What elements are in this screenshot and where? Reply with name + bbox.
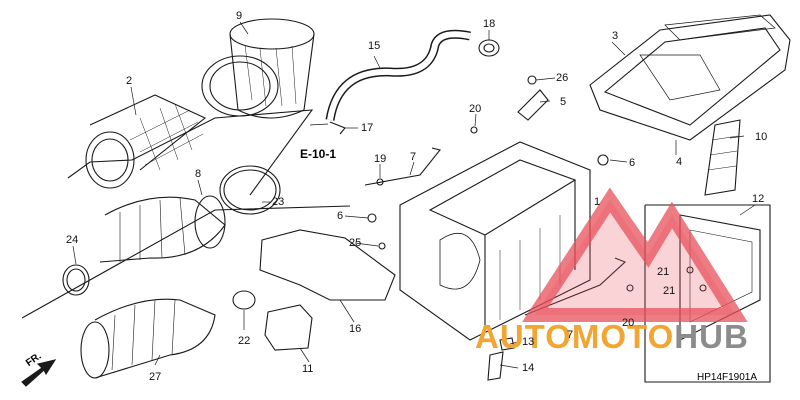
callout-20-upper: 20 xyxy=(469,103,482,115)
bolt-19-drawing xyxy=(376,178,384,186)
callout-12: 12 xyxy=(752,193,765,205)
bolt-20b-drawing xyxy=(626,284,634,292)
wire-clip-drawing xyxy=(364,147,441,186)
callout-14: 14 xyxy=(522,362,535,374)
heat-shield-drawing xyxy=(259,229,396,301)
callout-18: 18 xyxy=(483,18,496,30)
bolt-21a-drawing xyxy=(686,266,694,274)
watermark-part2: HUB xyxy=(674,318,749,355)
watermark-logo-fill xyxy=(535,200,735,315)
lower-group-outline xyxy=(21,205,351,319)
callout-17: 17 xyxy=(361,122,374,134)
outer-filter-element-drawing xyxy=(201,18,315,119)
callout-20-lower: 20 xyxy=(622,317,635,329)
callout-25: 25 xyxy=(349,237,362,249)
callout-26: 26 xyxy=(556,72,569,84)
small-clamp-drawing xyxy=(232,290,256,310)
stay-5-drawing xyxy=(517,89,549,121)
tube-clip-drawing xyxy=(329,121,346,135)
callout-11: 11 xyxy=(302,363,314,375)
callout-9: 9 xyxy=(236,10,243,22)
reference-label: E-10-1 xyxy=(300,147,337,161)
watermark-logo-shape xyxy=(522,187,748,322)
callout-19: 19 xyxy=(374,153,387,165)
screw-25-drawing xyxy=(378,242,386,250)
callout-21-lower: 21 xyxy=(663,285,676,297)
breather-tube-drawing xyxy=(325,29,471,121)
callout-2: 2 xyxy=(126,75,133,87)
callout-15: 15 xyxy=(368,40,381,52)
callout-24: 24 xyxy=(66,234,79,246)
diagram-code: HP14F1901A xyxy=(697,372,758,383)
bolt-21b-drawing xyxy=(699,284,707,292)
callout-4: 4 xyxy=(676,156,683,168)
front-arrow-icon xyxy=(21,359,57,387)
inlet-duct-drawing xyxy=(80,298,216,379)
watermark-part1: AUTOMOTO xyxy=(475,318,675,355)
hose-13-drawing xyxy=(499,337,515,351)
tube-14-drawing xyxy=(487,351,504,381)
callout-10: 10 xyxy=(755,131,768,143)
callout-21-upper: 21 xyxy=(657,266,670,278)
filter-group-outline xyxy=(67,109,314,196)
collar-6b-drawing xyxy=(367,213,377,223)
grommet-drawing xyxy=(478,39,500,57)
cover-group-box xyxy=(644,204,771,383)
callout-6-lower: 6 xyxy=(337,210,344,222)
intake-duct-drawing xyxy=(704,119,741,196)
leader-lines xyxy=(72,21,756,369)
callout-27: 27 xyxy=(149,371,162,383)
callout-1: 1 xyxy=(594,196,601,208)
band-clamp-small-drawing xyxy=(62,264,90,296)
air-box-housing-drawing xyxy=(399,141,591,341)
bolt-20-drawing xyxy=(470,126,478,134)
nut-26-drawing xyxy=(527,75,537,85)
drain-plug-drawing xyxy=(264,304,313,351)
watermark-text: AUTOMOTOHUB xyxy=(475,318,749,356)
air-box-cover-drawing xyxy=(589,14,791,141)
callout-13: 13 xyxy=(522,336,535,348)
callout-5: 5 xyxy=(560,96,567,108)
callout-16: 16 xyxy=(349,323,362,335)
callout-7-upper: 7 xyxy=(410,151,417,163)
connecting-tube-drawing xyxy=(99,195,226,263)
collar-6a-drawing xyxy=(597,154,609,166)
filter-cartridge-drawing xyxy=(85,94,207,189)
callout-7-lower: 7 xyxy=(567,329,574,341)
callout-22: 22 xyxy=(238,335,251,347)
callout-3: 3 xyxy=(612,30,619,42)
callout-6-upper: 6 xyxy=(629,157,636,169)
band-clamp-large-drawing xyxy=(219,165,281,215)
callout-23: 23 xyxy=(272,196,285,208)
wire-clip-lower-drawing xyxy=(524,257,627,316)
callout-8: 8 xyxy=(195,168,202,180)
side-cover-drawing xyxy=(679,214,761,341)
